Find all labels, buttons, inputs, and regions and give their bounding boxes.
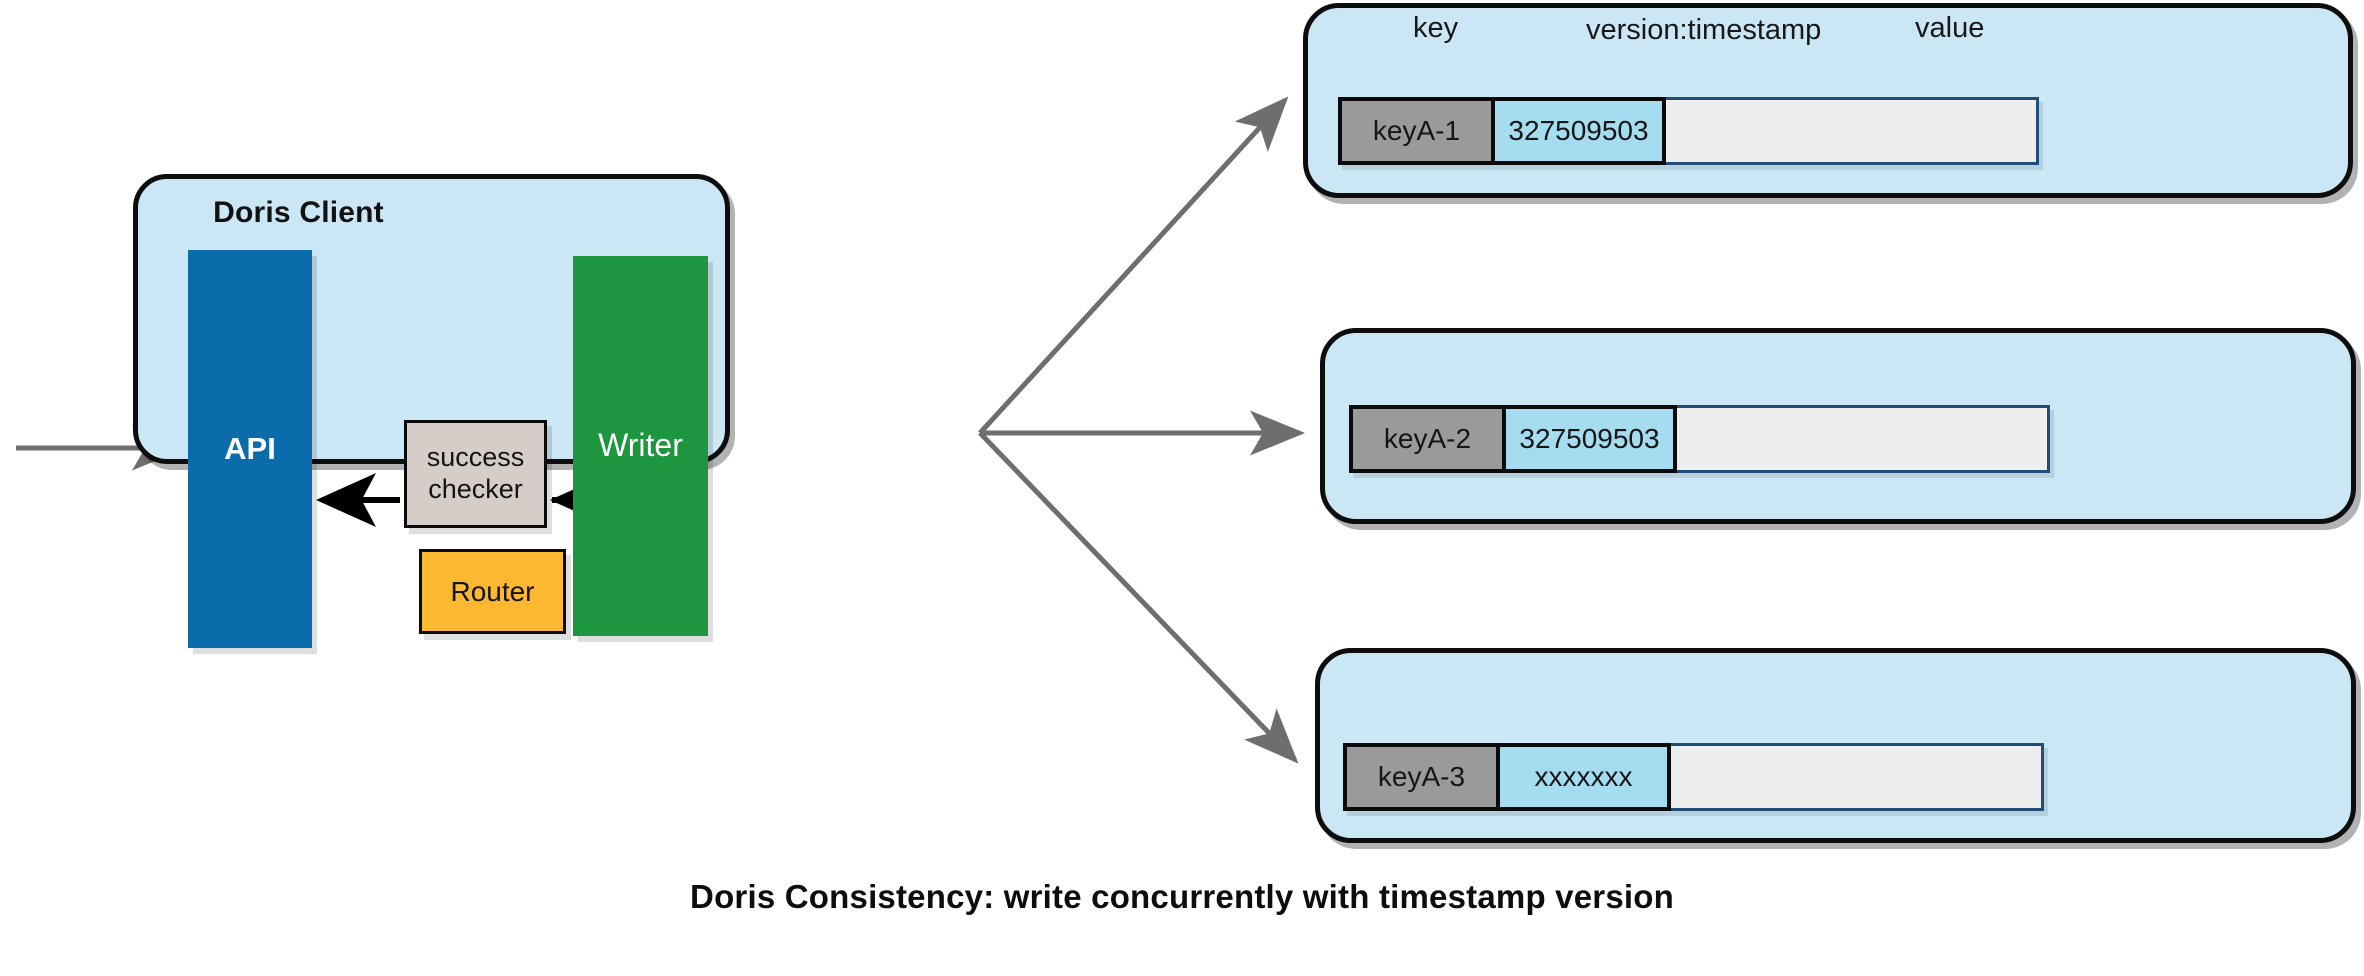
record-key-cell: keyA-1 — [1338, 97, 1491, 165]
record-value-cell — [1671, 743, 2044, 811]
arrow-writer-to-record-3 — [978, 431, 1299, 764]
doris-client-title: Doris Client — [213, 196, 384, 229]
router-block[interactable]: Router — [419, 549, 566, 634]
record-value-cell — [1666, 97, 2039, 165]
record-key-cell: keyA-3 — [1343, 743, 1496, 811]
record-value-cell — [1677, 405, 2050, 473]
success-checker-block[interactable]: success checker — [404, 420, 547, 528]
record-version-cell: 327509503 — [1491, 97, 1666, 165]
api-block[interactable]: API — [188, 250, 312, 648]
record-row: keyA-3 xxxxxxx — [1343, 743, 2044, 811]
writer-block[interactable]: Writer — [573, 256, 708, 636]
column-header-version: version:timestamp — [1586, 14, 1822, 46]
diagram-caption: Doris Consistency: write concurrently wi… — [690, 878, 1674, 915]
record-row: keyA-1 327509503 — [1338, 97, 2039, 165]
arrow-writer-to-record-1 — [978, 96, 1289, 435]
column-header-value: value — [1915, 12, 1985, 44]
record-column-headers: key version:timestamp value — [1303, 12, 2353, 58]
success-checker-label-line1: success — [426, 442, 525, 473]
record-version-cell: 327509503 — [1502, 405, 1677, 473]
record-row: keyA-2 327509503 — [1349, 405, 2050, 473]
record-version-cell: xxxxxxx — [1496, 743, 1671, 811]
record-key-cell: keyA-2 — [1349, 405, 1502, 473]
success-checker-label-line2: checker — [428, 474, 523, 504]
column-header-key: key — [1413, 12, 1459, 44]
